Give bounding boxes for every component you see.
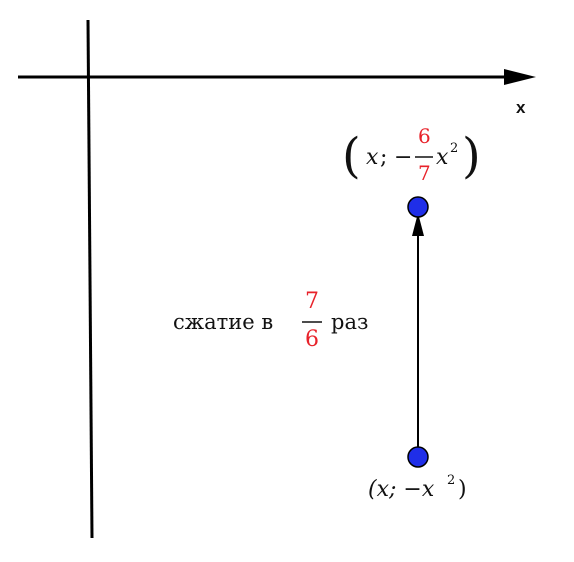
bottom-point-label: (x; −x 2 ) bbox=[368, 473, 467, 502]
compression-arrowhead bbox=[412, 213, 424, 236]
y-axis-line bbox=[86, 19, 94, 539]
compression-caption: сжатие в 7 6 раз bbox=[173, 289, 368, 352]
top-label-tail-var: x bbox=[436, 145, 449, 170]
bottom-label-close: ) bbox=[458, 477, 467, 502]
top-label-close-paren: ) bbox=[462, 128, 481, 184]
top-label-sep: ; bbox=[380, 145, 387, 170]
top-label-minus: − bbox=[394, 145, 412, 170]
bottom-label-main: (x; −x bbox=[368, 477, 435, 502]
top-point bbox=[407, 196, 429, 218]
caption-suffix: раз bbox=[331, 310, 368, 334]
x-axis-arrowhead bbox=[504, 69, 536, 85]
caption-frac-den: 6 bbox=[305, 327, 319, 352]
x-axis-label: x bbox=[516, 98, 526, 117]
caption-prefix: сжатие в bbox=[173, 310, 273, 334]
top-label-tail-exp: 2 bbox=[450, 141, 458, 156]
top-label-open-paren: ( bbox=[342, 128, 361, 184]
caption-frac-num: 7 bbox=[305, 289, 319, 314]
top-point-label: ( x ; − 6 7 x 2 ) bbox=[342, 124, 481, 185]
bottom-label-exp: 2 bbox=[447, 473, 455, 488]
top-label-frac-num: 6 bbox=[418, 124, 431, 148]
top-label-frac-den: 7 bbox=[418, 161, 431, 185]
bottom-point bbox=[407, 446, 429, 468]
top-label-var: x bbox=[366, 145, 379, 170]
